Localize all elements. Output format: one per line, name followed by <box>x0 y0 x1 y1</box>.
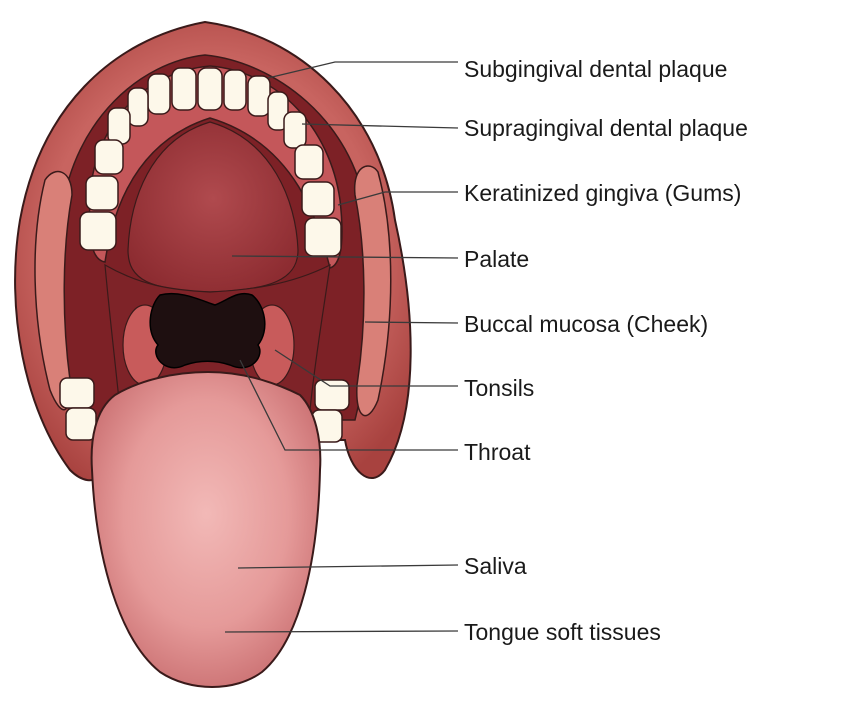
label-gingiva: Keratinized gingiva (Gums) <box>464 182 741 205</box>
tongue-shape <box>92 372 321 687</box>
label-palate: Palate <box>464 248 529 271</box>
label-buccal: Buccal mucosa (Cheek) <box>464 313 708 336</box>
label-saliva: Saliva <box>464 555 527 578</box>
label-supragingival: Supragingival dental plaque <box>464 117 748 140</box>
label-tongue: Tongue soft tissues <box>464 621 661 644</box>
label-throat: Throat <box>464 441 530 464</box>
throat-opening <box>150 294 265 368</box>
label-subgingival: Subgingival dental plaque <box>464 58 727 81</box>
label-tonsils: Tonsils <box>464 377 534 400</box>
